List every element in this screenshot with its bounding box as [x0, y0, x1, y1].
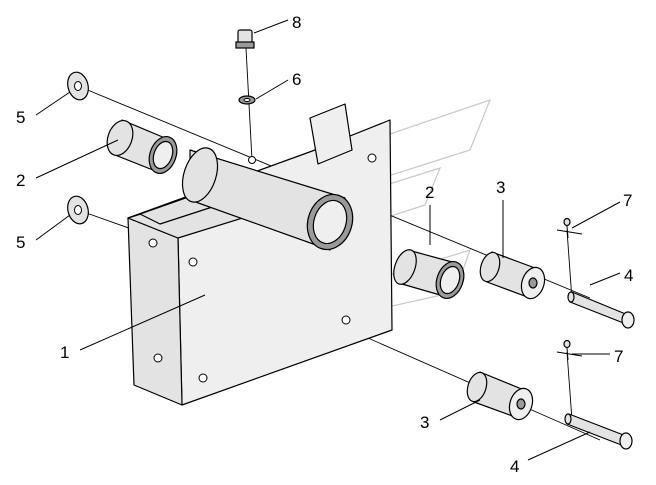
- cotter-pin-lower: [556, 339, 583, 361]
- callout-4: 4: [624, 266, 633, 285]
- callout-3: 3: [496, 178, 505, 197]
- callout-1: 1: [60, 343, 69, 362]
- callout-8: 8: [292, 13, 301, 32]
- grease-nipple: [235, 29, 255, 49]
- callout-2: 2: [425, 183, 434, 202]
- leader-lines: [35, 19, 621, 461]
- callout-7: 7: [623, 191, 632, 210]
- callout-3: 3: [420, 413, 429, 432]
- mounting-hole: [198, 373, 208, 383]
- callout-5: 5: [16, 108, 25, 127]
- callout-5: 5: [16, 233, 25, 252]
- bushing-right: [393, 249, 465, 299]
- cotter-pin-upper: [556, 217, 583, 239]
- mounting-hole: [367, 153, 377, 163]
- mounting-hole: [188, 257, 198, 267]
- grease-port-hole: [248, 156, 256, 164]
- pin-lower: [564, 413, 633, 450]
- roller-upper: [479, 251, 546, 300]
- callout-2: 2: [16, 171, 25, 190]
- tube-housing: [181, 147, 354, 251]
- roller-lower: [466, 371, 534, 421]
- callout-7: 7: [614, 347, 623, 366]
- pin-upper: [567, 291, 635, 329]
- callout-6: 6: [292, 70, 301, 89]
- washer-bottom: [67, 195, 89, 225]
- callouts: 8 6 5 2 5 1 2 3 7 4 7 3 4: [16, 13, 633, 476]
- washer-top: [67, 71, 89, 101]
- callout-4: 4: [510, 457, 519, 476]
- mounting-hole: [153, 353, 163, 363]
- mounting-hole: [148, 238, 158, 248]
- bushing-left: [106, 119, 178, 174]
- small-washer: [238, 95, 256, 105]
- mounting-hole: [341, 315, 351, 325]
